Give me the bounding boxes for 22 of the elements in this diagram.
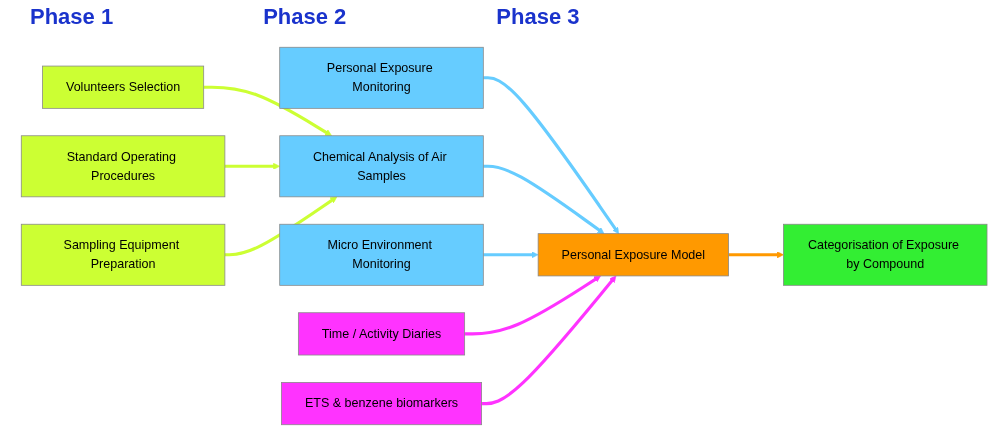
node-box: Categorisation of Exposure by Compound bbox=[782, 223, 988, 286]
node-box: Chemical Analysis of Air Samples bbox=[279, 134, 484, 197]
arrow bbox=[464, 275, 601, 335]
arrow bbox=[224, 162, 280, 170]
phase-heading: Phase 2 bbox=[263, 4, 347, 31]
arrow bbox=[728, 250, 784, 258]
node-box: Personal Exposure Monitoring bbox=[279, 46, 484, 109]
arrow bbox=[203, 85, 332, 136]
arrow bbox=[481, 275, 617, 405]
arrow bbox=[483, 75, 619, 234]
node-box: Standard Operating Procedures bbox=[20, 134, 226, 197]
node-box: Time / Activity Diaries bbox=[297, 311, 465, 355]
node-box: Personal Exposure Model bbox=[537, 232, 729, 276]
node-box: Sampling Equipment Preparation bbox=[20, 223, 226, 286]
arrow bbox=[483, 250, 539, 258]
node-box: ETS & benzene biomarkers bbox=[280, 381, 482, 425]
phase-heading: Phase 1 bbox=[30, 4, 114, 31]
node-box: Micro Environment Monitoring bbox=[279, 223, 484, 286]
phase-heading: Phase 3 bbox=[496, 4, 580, 31]
arrow bbox=[224, 196, 338, 256]
node-box: Volunteers Selection bbox=[41, 65, 204, 109]
arrow bbox=[483, 164, 605, 234]
